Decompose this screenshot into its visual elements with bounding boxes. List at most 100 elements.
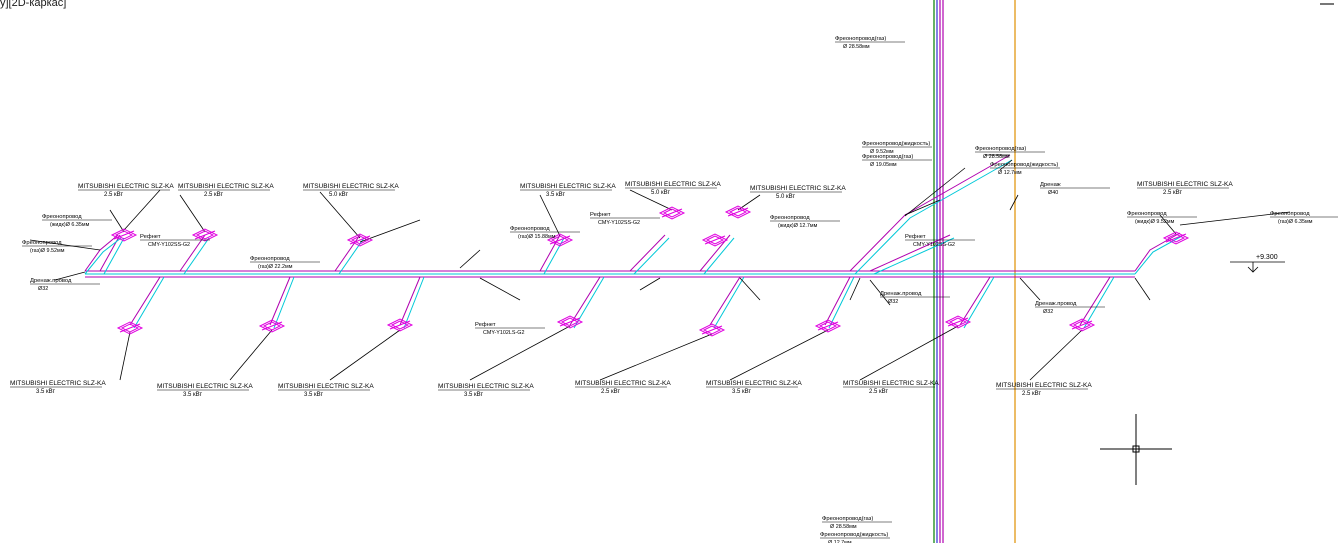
pipe-label: Дренаж.провод: [30, 278, 72, 284]
unit-title: MITSUBISHI ELECTRIC SLZ-KA: [278, 383, 374, 390]
unit-power: 3.5 кВт: [36, 389, 55, 395]
pipe-branch: [1079, 276, 1111, 326]
refnet-symbol: [386, 318, 414, 332]
refnet-symbol: [110, 228, 138, 242]
unit-power: 3.5 кВт: [732, 389, 751, 395]
leader-lines: [29, 154, 1291, 381]
leader-line: [469, 325, 571, 381]
pipe-label: Дренаж: [1040, 182, 1061, 188]
pipe-branch: [854, 159, 1013, 275]
pipe-label-size: (газ)Ø 15.88мм: [518, 234, 556, 240]
pipe-branch: [1134, 235, 1183, 275]
refnet-symbol: [191, 228, 219, 242]
pipe-branch: [959, 276, 991, 326]
leader-line: [319, 191, 361, 239]
pipe-label-size: (газ)Ø 9.52мм: [30, 248, 65, 254]
pipe-label: Рефнет: [590, 212, 611, 218]
pipe-label: Фреонопровод(жидкость): [862, 141, 930, 147]
pipe-label: Фреонопровод: [510, 226, 550, 232]
pipe-label: Фреонопровод(газ): [835, 36, 886, 42]
annotations: MITSUBISHI ELECTRIC SLZ-KA2.5 кВтMITSUBI…: [10, 36, 1338, 543]
elevation-mark: +9.300: [1256, 254, 1278, 261]
pipe-label-size: Ø 9.52мм: [870, 149, 894, 155]
unit-title: MITSUBISHI ELECTRIC SLZ-KA: [10, 380, 106, 387]
pipe-label-size: (жидк)Ø 6.35мм: [50, 222, 90, 228]
pipe-branch: [713, 276, 745, 329]
refnet-symbols: [110, 205, 1190, 337]
unit-title: MITSUBISHI ELECTRIC SLZ-KA: [178, 183, 274, 190]
viewport-label[interactable]: у][2D-каркас]: [0, 0, 67, 9]
leader-line: [119, 331, 131, 381]
pipe-branch: [133, 276, 165, 329]
pipe-label: Фреонопровод(жидкость): [820, 532, 888, 538]
pipe-label: Фреонопровод(газ): [822, 516, 873, 522]
unit-power: 2.5 кВт: [104, 192, 123, 198]
unit-title: MITSUBISHI ELECTRIC SLZ-KA: [520, 183, 616, 190]
leader-line: [1029, 329, 1083, 381]
refnet-symbol: [814, 319, 842, 333]
unit-power: 3.5 кВт: [464, 392, 483, 398]
pipe-label: Рефнет: [905, 234, 926, 240]
leader-line: [179, 194, 206, 233]
unit-power: 3.5 кВт: [304, 392, 323, 398]
unit-title: MITSUBISHI ELECTRIC SLZ-KA: [78, 183, 174, 190]
refnet-symbol: [1162, 231, 1190, 245]
unit-power: 2.5 кВт: [204, 192, 223, 198]
pipe-branch: [84, 234, 119, 272]
leader-line: [739, 277, 761, 301]
pipe-label-size: Ø 12.7мм: [828, 540, 852, 543]
pipe-label: Фреонопровод(жидкость): [990, 162, 1058, 168]
leader-line: [639, 277, 661, 291]
pipe-label-size: Ø32: [38, 286, 48, 292]
pipe-branch: [709, 276, 741, 326]
pipe-label: Дренаж.провод: [880, 291, 922, 297]
pipe-branch: [828, 276, 855, 329]
pipe-label-size: Ø32: [1043, 309, 1053, 315]
pipe-branch: [849, 154, 1011, 272]
pipe-label-size: Ø40: [1048, 190, 1058, 196]
pipe-label: Фреонопровод: [1270, 211, 1310, 217]
pipe-label: Фреонопровод(газ): [862, 154, 913, 160]
refnet-symbol: [546, 233, 574, 247]
pipe-label: Дренаж.провод: [1035, 301, 1077, 307]
pipe-branch: [569, 276, 601, 326]
leader-line: [1179, 211, 1291, 226]
pipe-branch: [703, 237, 735, 275]
pipe-branch: [403, 276, 425, 329]
unit-title: MITSUBISHI ELECTRIC SLZ-KA: [438, 383, 534, 390]
unit-title: MITSUBISHI ELECTRIC SLZ-KA: [1137, 181, 1233, 188]
minimize-icon[interactable]: [1316, 0, 1338, 8]
elevation-marker: +9.300: [1230, 254, 1285, 273]
pipe-label-size: Ø 19.05мм: [870, 162, 897, 168]
pipe-label-size: (жидк)Ø 9.52мм: [1135, 219, 1175, 225]
pipe-label-size: CMY-Y102SS-G2: [913, 242, 955, 248]
pipe-label: Фреонопровод: [250, 256, 290, 262]
unit-power: 5.0 кВт: [329, 192, 348, 198]
leader-line: [849, 277, 861, 301]
pipe-label-size: CMY-Y102LS-G2: [483, 330, 524, 336]
leader-line: [479, 277, 521, 301]
pipe-branch: [99, 234, 121, 272]
leader-line: [729, 329, 829, 381]
refnet-symbol: [701, 233, 729, 247]
leader-line: [229, 329, 273, 381]
refnet-symbol: [556, 315, 584, 329]
unit-power: 5.0 кВт: [776, 194, 795, 200]
leader-line: [359, 219, 421, 243]
unit-power: 2.5 кВт: [1022, 391, 1041, 397]
unit-power: 5.0 кВт: [651, 190, 670, 196]
refnet-symbol: [346, 233, 374, 247]
pipe-branch: [869, 234, 951, 272]
pipe-label: Рефнет: [475, 322, 496, 328]
unit-title: MITSUBISHI ELECTRIC SLZ-KA: [996, 382, 1092, 389]
pipe-branch: [269, 276, 291, 326]
pipe-label: Фреонопровод: [770, 215, 810, 221]
leader-line: [459, 249, 481, 269]
pipe-branch: [129, 276, 161, 326]
unit-power: 2.5 кВт: [869, 389, 888, 395]
pipe-label-size: Ø 12.7мм: [998, 170, 1022, 176]
pipe-label: Фреонопровод: [22, 240, 62, 246]
leader-line: [539, 194, 561, 237]
refnet-symbol: [698, 323, 726, 337]
